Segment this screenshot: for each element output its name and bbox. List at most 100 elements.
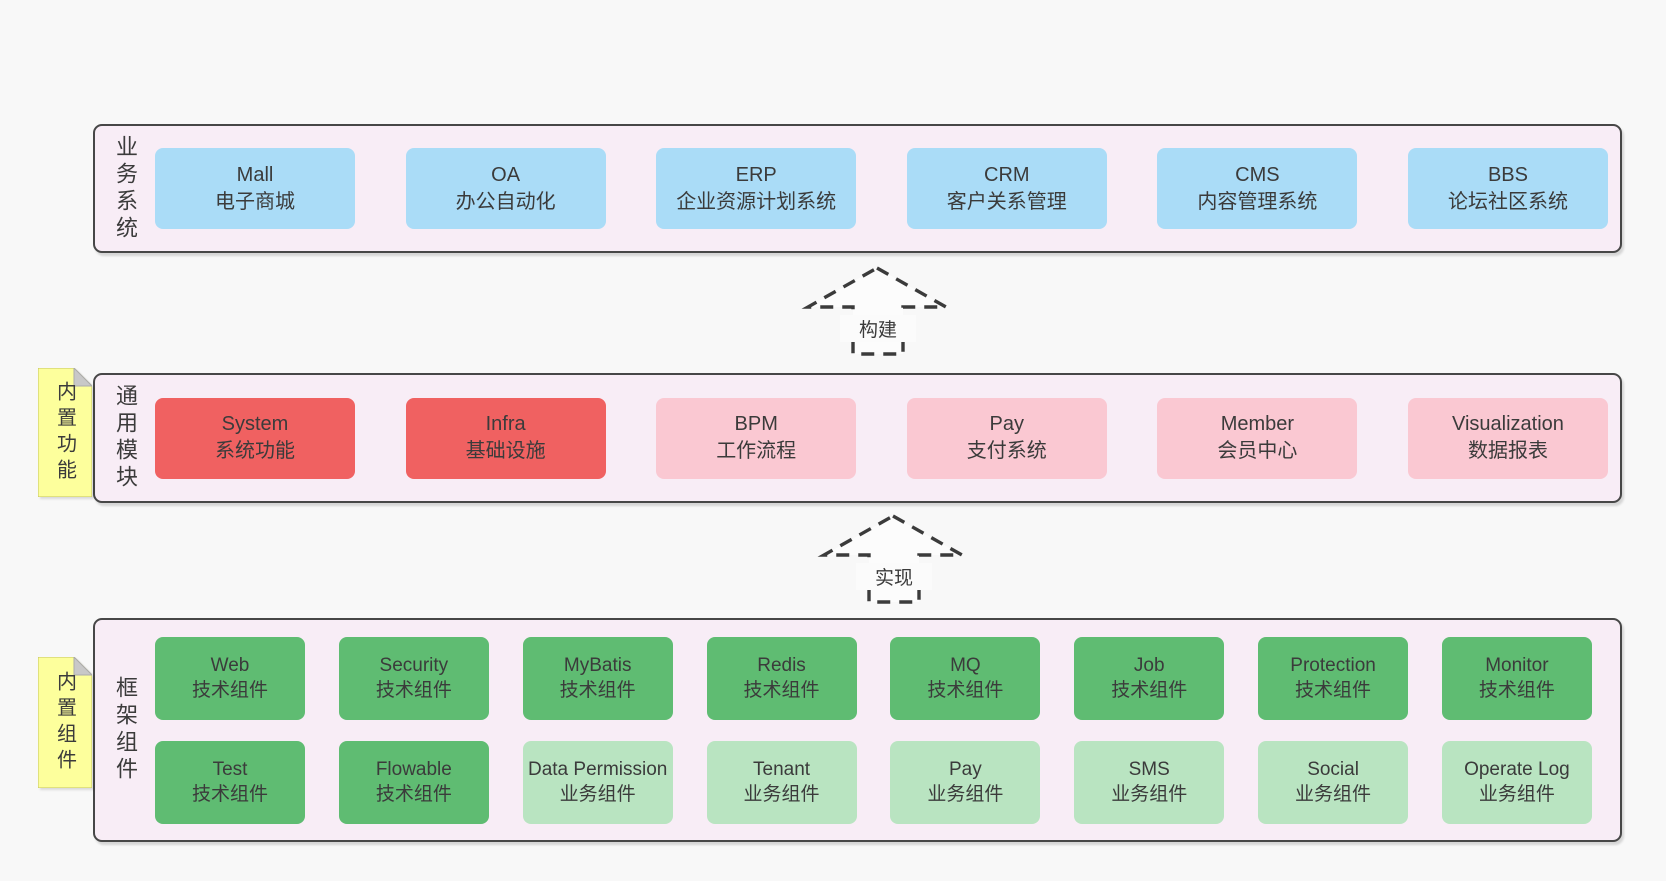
node-bpm: BPM 工作流程 — [656, 397, 857, 479]
component-row-1: Web 技术组件 Security 技术组件 MyBatis 技术组件 Redi… — [155, 636, 1592, 720]
node-mybatis: MyBatis 技术组件 — [522, 636, 673, 720]
node-web: Web 技术组件 — [155, 636, 305, 720]
node-subtitle: 办公自动化 — [455, 190, 556, 213]
node-subtitle: 内容管理系统 — [1197, 190, 1318, 213]
node-operate-log: Operate Log 业务组件 — [1441, 740, 1592, 824]
layer-business-systems: 业务系统 Mall 电子商城 OA 办公自动化 ERP 企业资源计划系统 CRM… — [93, 124, 1622, 253]
node-subtitle: 技术组件 — [1111, 680, 1188, 701]
arrow-implement: 实现 — [816, 510, 981, 610]
component-rows: Web 技术组件 Security 技术组件 MyBatis 技术组件 Redi… — [155, 620, 1592, 840]
node-subtitle: 业务组件 — [743, 784, 820, 805]
node-subtitle: 电子商城 — [215, 190, 295, 213]
node-name: CMS — [1235, 163, 1280, 186]
node-pay: Pay 支付系统 — [906, 397, 1107, 479]
node-mq: MQ 技术组件 — [890, 636, 1041, 720]
node-social: Social 业务组件 — [1258, 740, 1409, 824]
layer-label-text: 通用模块 — [113, 384, 138, 492]
node-subtitle: 业务组件 — [1111, 784, 1188, 805]
arrow-label: 实现 — [856, 563, 932, 590]
node-subtitle: 会员中心 — [1217, 440, 1298, 462]
node-pay-business: Pay 业务组件 — [890, 740, 1041, 824]
node-name: Data Permission — [527, 759, 668, 780]
layer-label-text: 框架组件 — [113, 676, 138, 784]
node-name: MQ — [950, 655, 981, 676]
node-bbs: BBS 论坛社区系统 — [1407, 148, 1608, 229]
dashed-up-arrow-icon — [817, 514, 969, 604]
module-boxes-row: System 系统功能 Infra 基础设施 BPM 工作流程 Pay 支付系统… — [155, 375, 1608, 501]
node-name: Infra — [485, 413, 526, 435]
sticky-note-text-wrap: 内置组件 — [38, 657, 92, 788]
node-subtitle: 企业资源计划系统 — [676, 190, 837, 213]
node-subtitle: 基础设施 — [465, 440, 546, 462]
layer-label-business: 业务系统 — [105, 126, 145, 251]
node-name: Tenant — [753, 759, 811, 780]
node-name: Job — [1133, 655, 1165, 676]
node-job: Job 技术组件 — [1074, 636, 1225, 720]
node-protection: Protection 技术组件 — [1258, 636, 1409, 720]
node-mall: Mall 电子商城 — [155, 148, 355, 229]
node-redis: Redis 技术组件 — [706, 636, 857, 720]
arrow-label: 构建 — [840, 315, 916, 342]
node-security: Security 技术组件 — [338, 636, 489, 720]
node-crm: CRM 客户关系管理 — [906, 148, 1107, 229]
node-visualization: Visualization 数据报表 — [1407, 397, 1608, 479]
node-erp: ERP 企业资源计划系统 — [656, 148, 857, 229]
sticky-note-builtin-components: 内置组件 — [38, 657, 92, 788]
dashed-up-arrow-icon — [801, 266, 953, 356]
node-name: MyBatis — [563, 655, 632, 676]
node-name: SMS — [1128, 759, 1170, 780]
node-subtitle: 技术组件 — [375, 680, 452, 701]
node-infra: Infra 基础设施 — [405, 397, 606, 479]
node-flowable: Flowable 技术组件 — [338, 740, 489, 824]
node-name: BBS — [1487, 163, 1528, 186]
node-subtitle: 技术组件 — [1295, 680, 1372, 701]
node-name: Security — [379, 655, 449, 676]
node-subtitle: 技术组件 — [191, 784, 268, 805]
sticky-note-icon — [38, 368, 92, 497]
node-subtitle: 系统功能 — [215, 440, 295, 462]
node-name: Redis — [757, 655, 806, 676]
node-subtitle: 客户关系管理 — [946, 190, 1067, 213]
node-subtitle: 业务组件 — [559, 784, 636, 805]
node-subtitle: 技术组件 — [375, 784, 452, 805]
node-subtitle: 业务组件 — [927, 784, 1004, 805]
sticky-note-icon — [38, 657, 92, 788]
node-subtitle: 技术组件 — [191, 680, 268, 701]
node-name: ERP — [735, 163, 777, 186]
node-subtitle: 工作流程 — [716, 440, 797, 462]
node-cms: CMS 内容管理系统 — [1157, 148, 1358, 229]
node-subtitle: 技术组件 — [927, 680, 1004, 701]
business-boxes-row: Mall 电子商城 OA 办公自动化 ERP 企业资源计划系统 CRM 客户关系… — [155, 126, 1608, 251]
sticky-note-builtin-functions: 内置功能 — [38, 368, 92, 497]
node-subtitle: 技术组件 — [559, 680, 636, 701]
layer-label-modules: 通用模块 — [105, 375, 145, 501]
node-name: Pay — [989, 413, 1025, 435]
node-member: Member 会员中心 — [1157, 397, 1358, 479]
node-subtitle: 业务组件 — [1295, 784, 1372, 805]
node-subtitle: 技术组件 — [1478, 680, 1555, 701]
node-name: Visualization — [1452, 413, 1564, 435]
sticky-note-text: 内置功能 — [53, 380, 76, 485]
component-row-2: Test 技术组件 Flowable 技术组件 Data Permission … — [155, 740, 1592, 824]
node-system: System 系统功能 — [155, 397, 355, 479]
node-name: Monitor — [1485, 655, 1549, 676]
sticky-note-text: 内置组件 — [53, 670, 76, 775]
node-name: BPM — [734, 413, 778, 435]
layer-label-components: 框架组件 — [105, 620, 145, 840]
node-name: Protection — [1290, 655, 1376, 676]
node-oa: OA 办公自动化 — [405, 148, 606, 229]
node-name: Social — [1307, 759, 1359, 780]
node-tenant: Tenant 业务组件 — [706, 740, 857, 824]
node-data-permission: Data Permission 业务组件 — [522, 740, 673, 824]
sticky-note-text-wrap: 内置功能 — [38, 368, 92, 497]
node-name: Member — [1220, 413, 1295, 435]
node-name: System — [221, 413, 289, 435]
layer-label-text: 业务系统 — [113, 134, 138, 243]
node-name: Flowable — [375, 759, 452, 780]
node-subtitle: 支付系统 — [966, 440, 1047, 462]
node-monitor: Monitor 技术组件 — [1441, 636, 1592, 720]
layer-framework-components: 框架组件 Web 技术组件 Security 技术组件 MyBatis 技术组件… — [93, 618, 1622, 842]
node-name: Web — [210, 655, 250, 676]
node-name: Operate Log — [1464, 759, 1570, 780]
node-subtitle: 数据报表 — [1467, 440, 1548, 462]
